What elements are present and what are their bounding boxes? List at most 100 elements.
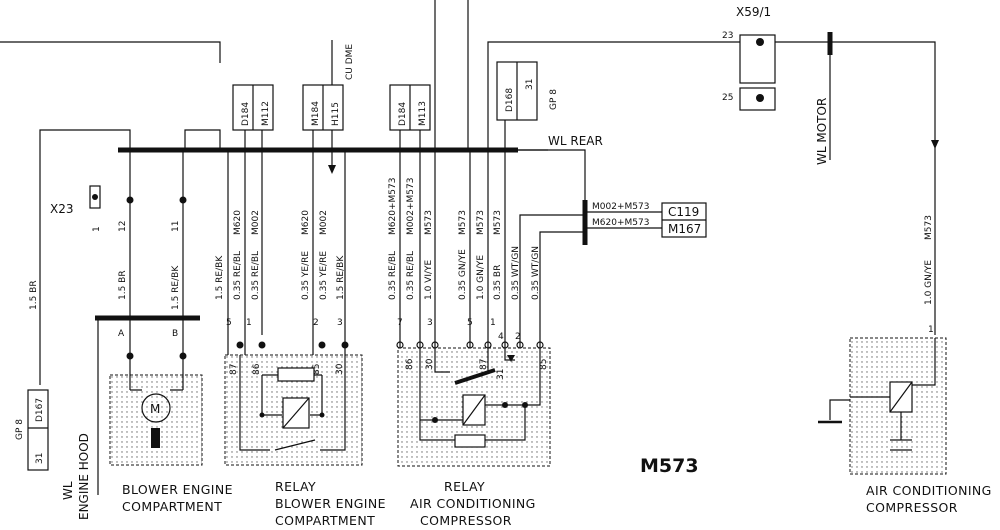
svg-text:3: 3	[337, 318, 343, 328]
svg-text:30: 30	[335, 363, 345, 375]
svg-text:3: 3	[427, 318, 433, 328]
caption-relay-blower-1: RELAY	[275, 479, 316, 494]
label-m167: M167	[668, 222, 701, 236]
component-blower-motor	[109, 374, 203, 466]
label-wl-motor: WL MOTOR	[815, 98, 829, 165]
svg-text:M573: M573	[458, 210, 468, 235]
svg-text:4: 4	[498, 332, 504, 342]
caption-relay-ac-1: RELAY	[444, 479, 485, 494]
label-d184-a: D184	[241, 102, 251, 126]
svg-text:1.0 VI/YE: 1.0 VI/YE	[424, 259, 434, 300]
svg-text:M002: M002	[319, 210, 329, 235]
svg-text:23: 23	[722, 31, 733, 41]
svg-text:86: 86	[405, 358, 415, 370]
svg-text:7: 7	[397, 318, 403, 328]
svg-text:0.35 WT/GN: 0.35 WT/GN	[531, 246, 541, 300]
svg-text:30: 30	[425, 358, 435, 370]
svg-text:0.35 RE/BL: 0.35 RE/BL	[251, 251, 261, 300]
svg-text:M620+M573: M620+M573	[388, 178, 398, 235]
svg-text:M573: M573	[476, 210, 486, 235]
svg-text:1: 1	[490, 318, 496, 328]
svg-text:5: 5	[467, 318, 473, 328]
label-x59: X59/1	[736, 5, 771, 19]
svg-text:87: 87	[479, 359, 489, 370]
caption-ac-1: AIR CONDITIONING	[866, 483, 992, 498]
label-wl-engine: WL	[61, 481, 75, 500]
pin-x23-1: 1	[92, 226, 102, 232]
label-wl-rear: WL REAR	[548, 134, 603, 148]
svg-text:M573: M573	[924, 215, 934, 240]
svg-text:M002: M002	[251, 210, 261, 235]
svg-text:1.5 RE/BK: 1.5 RE/BK	[336, 255, 346, 300]
pin-b: B	[172, 329, 178, 339]
label-d168: D168	[505, 88, 515, 112]
label-m620-m573: M620+M573	[592, 218, 649, 228]
svg-text:0.35 BR: 0.35 BR	[493, 265, 503, 300]
svg-text:85: 85	[312, 364, 322, 375]
svg-text:M002+M573: M002+M573	[406, 178, 416, 235]
svg-text:1.5 RE/BK: 1.5 RE/BK	[215, 255, 225, 300]
svg-text:2: 2	[515, 332, 521, 342]
wire-top-vertical	[434, 0, 469, 150]
svg-text:85: 85	[539, 359, 549, 370]
wire-label-15br-left: 1.5 BR	[29, 280, 39, 310]
svg-text:1: 1	[246, 318, 252, 328]
svg-text:M573: M573	[493, 210, 503, 235]
label-m184: M184	[311, 101, 321, 126]
wire-label-15br: 1.5 BR	[118, 270, 128, 300]
caption-relay-ac-3: COMPRESSOR	[420, 513, 512, 528]
svg-text:0.35 RE/BL: 0.35 RE/BL	[388, 251, 398, 300]
pin-x23-12: 12	[118, 221, 128, 232]
svg-text:1.0 GN/YE: 1.0 GN/YE	[924, 260, 934, 305]
svg-text:0.35 RE/BL: 0.35 RE/BL	[233, 251, 243, 300]
label-d167: D167	[35, 398, 45, 422]
svg-text:25: 25	[722, 93, 733, 103]
wire-br-left	[39, 129, 131, 385]
label-c119: C119	[668, 205, 699, 219]
wire-label-15rebk: 1.5 RE/BK	[171, 265, 181, 310]
svg-text:5: 5	[226, 318, 232, 328]
svg-text:M620: M620	[233, 210, 243, 235]
wire-rebk-top	[184, 129, 221, 150]
svg-text:0.35 RE/BL: 0.35 RE/BL	[406, 251, 416, 300]
pin-x23-11: 11	[171, 221, 181, 232]
label-engine-hood: ENGINE HOOD	[77, 433, 91, 520]
svg-text:0.35 YE/RE: 0.35 YE/RE	[301, 251, 311, 300]
label-gp8-left: GP 8	[15, 419, 25, 440]
label-m113: M113	[418, 101, 428, 126]
caption-relay-blower-3: COMPARTMENT	[275, 513, 375, 528]
label-x23: X23	[50, 202, 74, 216]
svg-text:1: 1	[928, 325, 934, 335]
motor-symbol	[141, 393, 171, 423]
svg-text:2: 2	[313, 318, 319, 328]
svg-text:M: M	[150, 402, 160, 416]
label-d168-31: 31	[525, 79, 535, 90]
caption-relay-ac-2: AIR CONDITIONING	[410, 496, 536, 511]
label-gp8-right: GP 8	[549, 89, 559, 110]
label-h115: H115	[331, 102, 341, 126]
diagram-title-m573: M573	[640, 455, 699, 477]
caption-ac-2: COMPRESSOR	[866, 500, 958, 515]
label-d184-b: D184	[398, 102, 408, 126]
connector-d167	[27, 389, 49, 471]
svg-text:87: 87	[229, 364, 239, 375]
svg-text:0.35 YE/RE: 0.35 YE/RE	[319, 251, 329, 300]
label-m112: M112	[261, 101, 271, 126]
svg-text:M573: M573	[424, 210, 434, 235]
caption-blower-2: COMPARTMENT	[122, 499, 222, 514]
svg-text:M620: M620	[301, 210, 311, 235]
svg-text:31: 31	[496, 369, 506, 380]
connector-x23	[89, 150, 187, 318]
svg-text:0.35 WT/GN: 0.35 WT/GN	[511, 246, 521, 300]
label-m002-m573: M002+M573	[592, 202, 649, 212]
svg-text:1.0 GN/YE: 1.0 GN/YE	[476, 255, 486, 300]
label-cu-dme: CU DME	[345, 44, 355, 80]
caption-blower-1: BLOWER ENGINE	[122, 482, 233, 497]
label-d167-31: 31	[35, 453, 45, 464]
svg-text:0.35 GN/YE: 0.35 GN/YE	[458, 249, 468, 300]
wire-top-left	[0, 41, 221, 63]
pin-a: A	[118, 329, 125, 339]
caption-relay-blower-2: BLOWER ENGINE	[275, 496, 386, 511]
